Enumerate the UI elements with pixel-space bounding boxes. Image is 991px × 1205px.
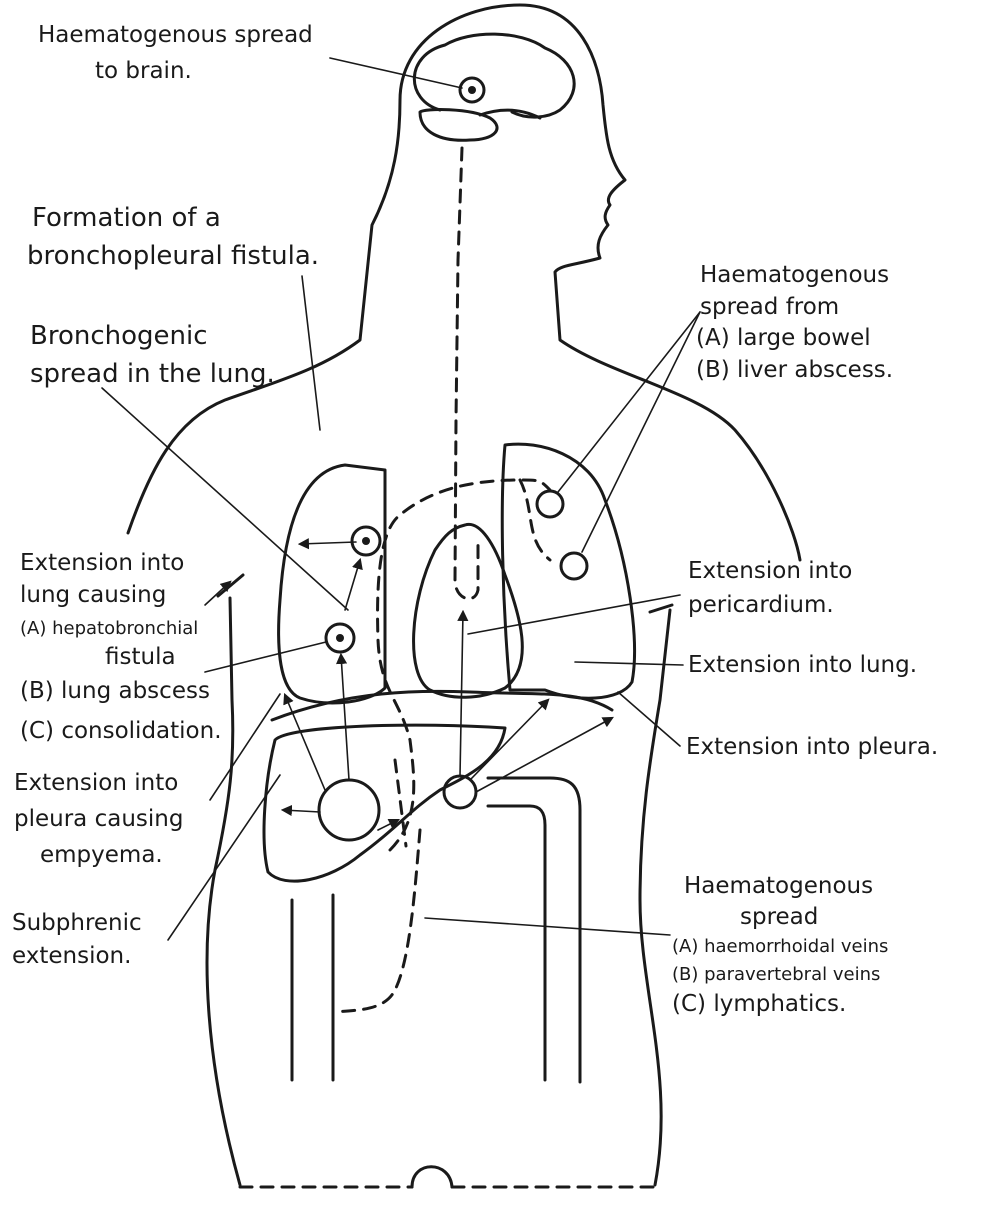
label-fistula-line2: bronchopleural fistula. (27, 241, 319, 271)
route-to-lymphatics (395, 760, 406, 846)
label-ext-lung-b: (B) lung abscess (20, 678, 210, 704)
route-brain-to-heart (455, 148, 478, 599)
arrow-lung-left (300, 542, 356, 544)
label-empyema-line2: pleura causing (14, 806, 183, 832)
brain-cerebrum (414, 34, 574, 117)
leader-empyema (210, 694, 280, 800)
label-subphrenic-line1: Subphrenic (12, 910, 142, 936)
label-haem-spread-c: (C) lymphatics. (672, 991, 846, 1017)
leader-haem-from-2 (582, 312, 700, 552)
liver-abscess-large (319, 780, 379, 840)
leader-into-lung (575, 662, 683, 665)
transverse-colon-bottom (488, 806, 545, 1080)
brain-abscess-dot (468, 86, 476, 94)
lung-abscess-upper-dot (362, 537, 370, 545)
right-lung (279, 465, 385, 703)
label-ext-lung-line2: lung causing (20, 582, 166, 608)
arrow-to-brain (330, 58, 462, 88)
leader-pericardium (468, 595, 680, 634)
label-haem-from-a: (A) large bowel (696, 325, 871, 351)
label-into-pleura: Extension into pleura. (686, 734, 938, 760)
lung-abscess-lower-dot (336, 634, 344, 642)
label-broncho-line2: spread in the lung. (30, 359, 275, 389)
leader-haem-spread (425, 918, 670, 935)
leader-ext-lung (205, 642, 326, 672)
label-haem-spread-b: (B) paravertebral veins (672, 964, 880, 985)
route-liver-to-lung (378, 480, 550, 850)
leader-subphrenic (168, 775, 280, 940)
torso-left-outline (207, 598, 240, 1185)
label-empyema-line1: Extension into (14, 770, 178, 796)
left-arm-stub (218, 575, 243, 596)
route-bowel-to-liver (335, 830, 420, 1012)
arrow-lung-up-2 (345, 560, 360, 610)
label-subphrenic-line2: extension. (12, 943, 131, 969)
leader-haem-from-1 (558, 312, 700, 492)
arrow-liver-left (283, 810, 320, 812)
label-haem-from-line2: spread from (700, 294, 839, 320)
leader-into-pleura (618, 692, 680, 746)
label-pericard-line1: Extension into (688, 558, 852, 584)
label-ext-lung-line1: Extension into (20, 550, 184, 576)
arrow-lung-abscess-up (341, 655, 349, 780)
label-fistula-line1: Formation of a (32, 203, 221, 233)
label-haem-spread-a: (A) haemorrhoidal veins (672, 936, 888, 957)
label-empyema-line3: empyema. (40, 842, 163, 868)
pelvis-notch (412, 1167, 452, 1187)
leader-fistula (302, 276, 320, 430)
label-haem-from-b: (B) liver abscess. (696, 357, 893, 383)
liver (264, 725, 505, 881)
torso-right-outline (640, 610, 670, 1185)
label-haem-from-line1: Haematogenous (700, 262, 889, 288)
label-pericard-line2: pericardium. (688, 592, 834, 618)
label-brain-line1: Haematogenous spread (38, 22, 313, 48)
label-brain-line2: to brain. (95, 58, 192, 84)
transverse-colon-top (488, 778, 580, 1082)
liver-abscess-metastasis-2 (561, 553, 587, 579)
arrow-pleura-left-up (205, 582, 230, 605)
label-into-lung: Extension into lung. (688, 652, 917, 678)
label-ext-lung-a: (A) hepatobronchial (20, 618, 198, 639)
arrow-pericardium (460, 612, 463, 776)
arrow-into-lung (470, 700, 548, 780)
leader-bronchogenic (102, 388, 348, 610)
liver-abscess-metastasis-1 (537, 491, 563, 517)
arrow-into-pleura (476, 718, 612, 792)
label-ext-lung-a2: fistula (105, 644, 176, 670)
label-broncho-line1: Bronchogenic (30, 321, 208, 351)
label-ext-lung-c: (C) consolidation. (20, 718, 222, 744)
label-haem-spread-line1: Haematogenous (684, 873, 873, 899)
label-haem-spread-line2: spread (740, 904, 818, 930)
